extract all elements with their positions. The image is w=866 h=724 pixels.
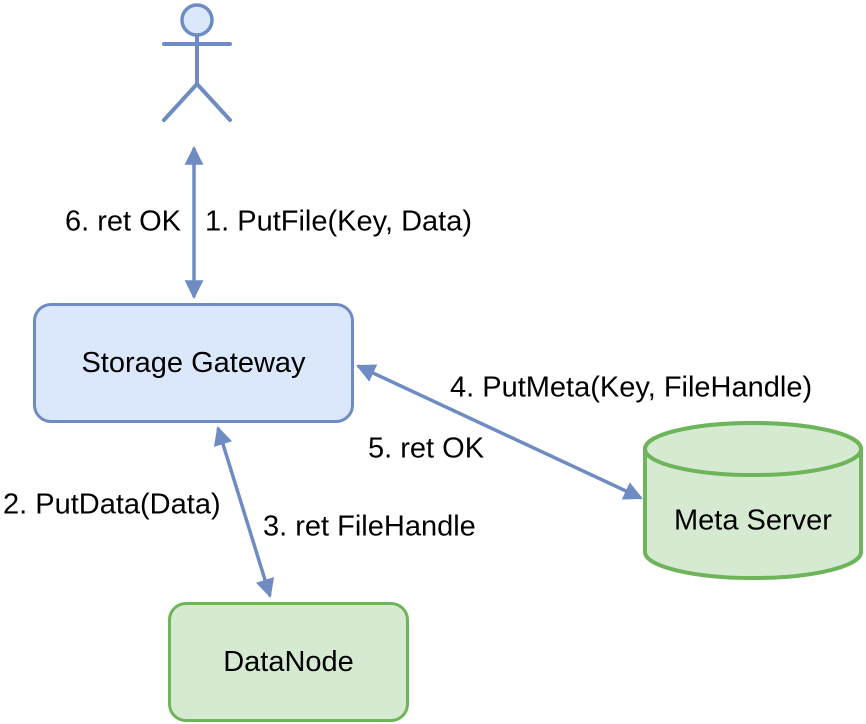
edge-label-step6-ret-ok: 6. ret OK [64, 205, 181, 238]
edge-gateway-datanode [213, 425, 275, 599]
storage-gateway-node: Storage Gateway [33, 303, 354, 423]
meta-server-cylinder [643, 421, 863, 580]
edge-label-step2-putdata: 2. PutData(Data) [3, 488, 221, 521]
edge-label-step4-putmeta: 4. PutMeta(Key, FileHandle) [450, 371, 813, 404]
cylinder-top [643, 421, 863, 477]
edge-label-step1-putfile: 1. PutFile(Key, Data) [205, 205, 473, 238]
user-actor-icon [162, 3, 232, 122]
datanode-node: DataNode [168, 602, 409, 722]
actor-left-leg [162, 82, 199, 122]
edge-gateway-metaserver [356, 364, 643, 500]
meta-server-label: Meta Server [674, 504, 832, 537]
actor-head [180, 3, 214, 37]
edge-label-step3-ret-filehandle: 3. ret FileHandle [263, 510, 476, 543]
actor-right-leg [195, 82, 232, 122]
datanode-label: DataNode [223, 645, 354, 678]
storage-gateway-label: Storage Gateway [81, 346, 306, 379]
edge-label-step5-ret-ok: 5. ret OK [368, 432, 485, 465]
